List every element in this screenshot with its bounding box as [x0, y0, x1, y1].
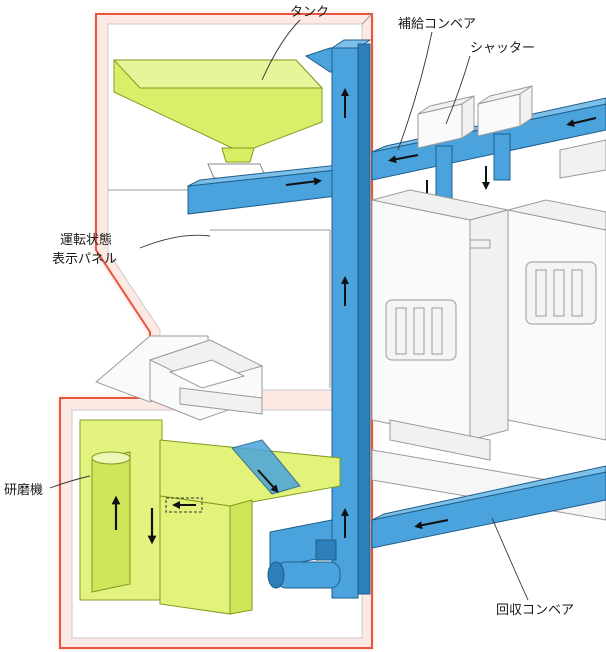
- label-supply-conveyor: 補給コンベア: [397, 17, 476, 151]
- status-panel: [95, 335, 264, 421]
- status-panel-label-line2: 表示パネル: [52, 252, 117, 267]
- polisher: [79, 419, 341, 615]
- arrow-icon: [566, 117, 597, 127]
- lift-duct: [304, 39, 372, 599]
- shutter-units: [417, 85, 533, 204]
- label-shutter: シャッター: [445, 41, 535, 125]
- dispensing-machines: [371, 139, 606, 521]
- arrow-icon: [388, 154, 419, 164]
- label-return-conveyor: 回収コンベア: [491, 517, 574, 618]
- polisher-label: 研磨機: [4, 483, 43, 498]
- tank-label: タンク: [290, 5, 329, 20]
- status-panel-label-line1: 運転状態: [60, 232, 112, 248]
- label-tank: タンク: [261, 5, 329, 81]
- return-conveyor-label: 回収コンベア: [496, 603, 574, 618]
- arrow-icon: [285, 177, 322, 186]
- label-status-panel: 運転状態 表示パネル: [52, 232, 211, 267]
- shutter-label: シャッター: [470, 41, 535, 56]
- label-polisher: 研磨機: [4, 475, 91, 498]
- arrow-icon: [414, 519, 449, 530]
- return-conveyor: [267, 465, 606, 589]
- arrow-icon: [257, 469, 279, 493]
- supply-conveyor-label: 補給コンベア: [398, 17, 476, 32]
